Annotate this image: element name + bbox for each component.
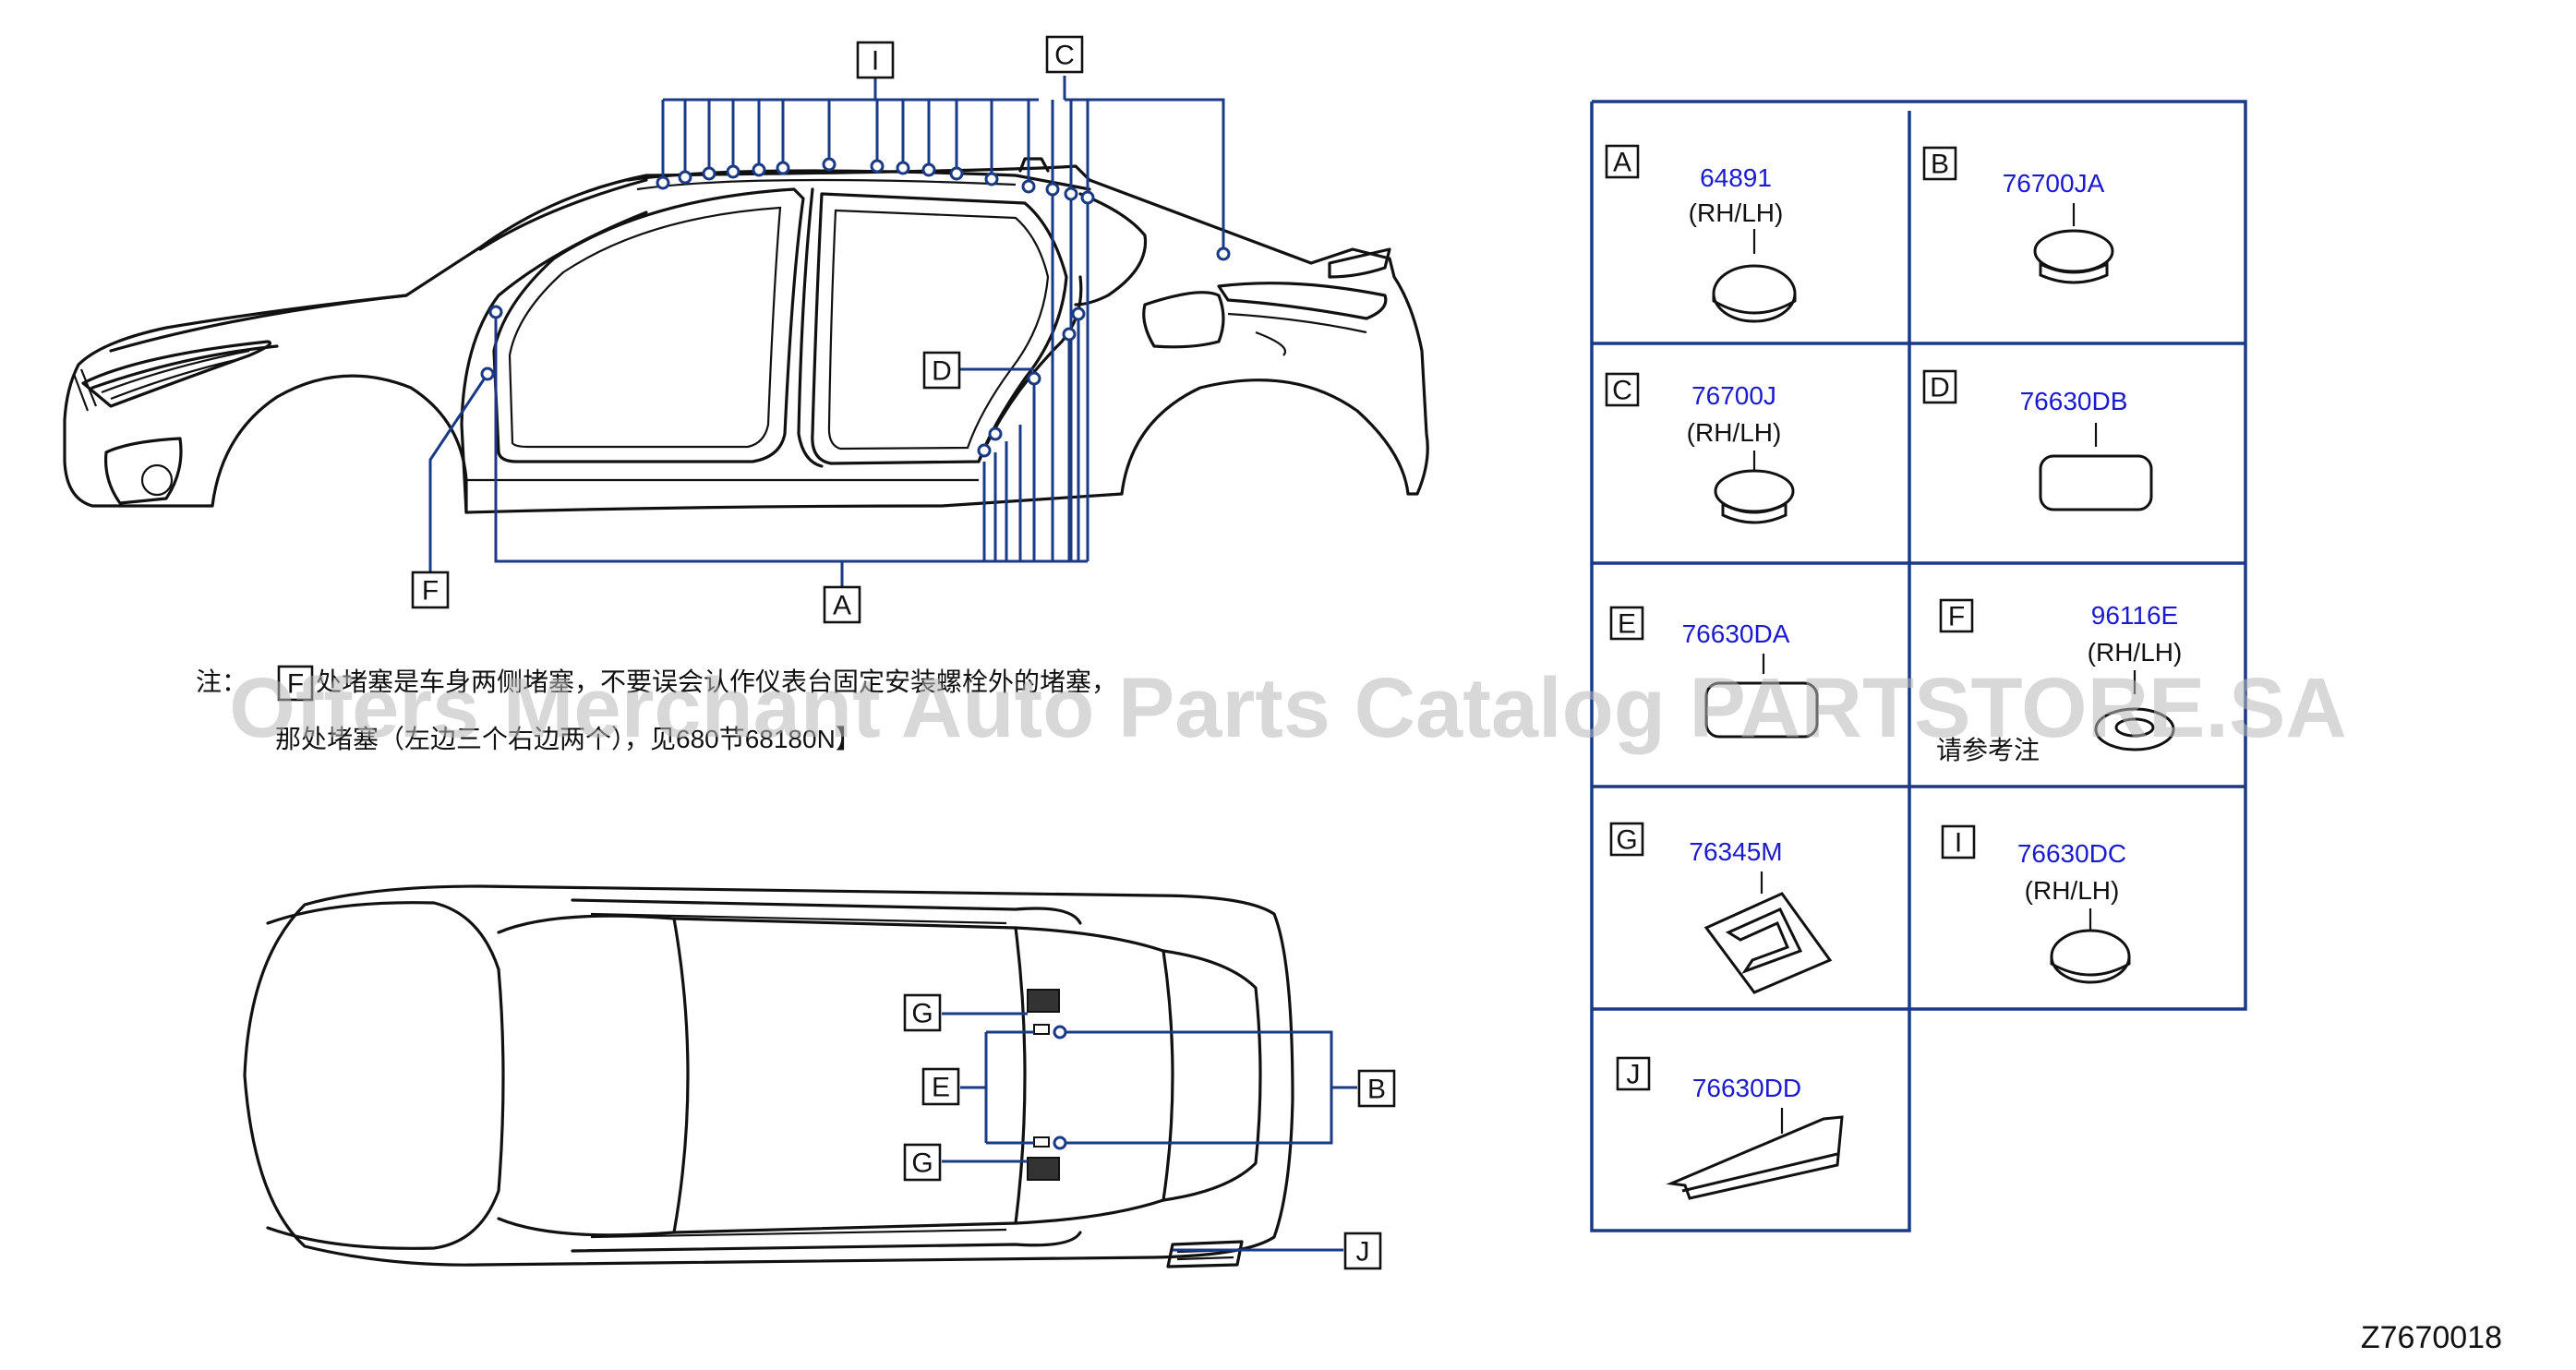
parts-table: [1590, 100, 2247, 1232]
svg-text:G: G: [911, 999, 933, 1029]
part-number: 64891: [1700, 163, 1772, 192]
part-number: 76630DD: [1692, 1074, 1801, 1102]
part-note: 请参考注: [1936, 736, 2040, 764]
plug-dot-i: [949, 166, 964, 181]
diagram-code: Z7670018: [2361, 1320, 2502, 1355]
top-callouts: G E G B J: [903, 993, 1396, 1270]
part-cell-b: B 76700JA: [1922, 146, 2114, 284]
part-number: 76700J: [1691, 381, 1776, 410]
plug-dot-d: [1027, 371, 1041, 386]
top-view-leaders: [942, 1012, 1357, 1252]
callout-b: B: [1357, 1069, 1396, 1108]
part-side: (RH/LH): [2025, 876, 2120, 905]
part-cell-g: G 76345M: [1609, 822, 1833, 994]
note-box: [277, 665, 314, 702]
plug-dot-b: [1053, 1025, 1067, 1040]
plug-dot-a: [1071, 306, 1086, 321]
plug-dot-i: [776, 161, 790, 175]
part-number: 76345M: [1689, 837, 1782, 866]
svg-text:C: C: [1054, 41, 1075, 71]
top-view-hatched-pads: [1027, 989, 1060, 1181]
svg-text:C: C: [1612, 376, 1632, 406]
side-callouts: I C D F A: [411, 35, 1084, 624]
note-box-letter: F: [287, 669, 304, 700]
plug-dot-c: [1064, 186, 1078, 201]
plug-dot-i: [656, 175, 670, 190]
callout-e: E: [921, 1067, 960, 1106]
plug-dot-f: [480, 367, 495, 381]
plug-dot-i: [984, 172, 999, 186]
plug-dot-a: [977, 443, 992, 458]
part-number: 76630DC: [2017, 839, 2126, 868]
note-prefix: 注：: [196, 667, 247, 696]
svg-text:F: F: [422, 576, 439, 607]
svg-text:D: D: [932, 356, 952, 387]
plug-dot-a: [488, 305, 503, 319]
plug-dot-c: [1080, 190, 1095, 205]
part-number: 96116E: [2091, 601, 2178, 630]
watermark: Offers Merchant Auto Parts Catalog PARTS…: [229, 661, 2347, 755]
svg-text:B: B: [1931, 150, 1949, 180]
svg-text:J: J: [1627, 1060, 1641, 1090]
part-cell-c: C 76700J (RH/LH): [1605, 372, 1795, 524]
part-side: (RH/LH): [2088, 638, 2183, 667]
note-block: 注： F 处堵塞是车身两侧堵塞，不要误会认作仪表台固定安装螺栓外的堵塞， 那处堵…: [196, 665, 1117, 753]
part-cell-e: E 76630DA: [1609, 606, 1819, 739]
part-cell-d: D 76630DB: [1922, 369, 2153, 511]
plug-dot-a: [1062, 327, 1077, 342]
part-number: 76630DB: [2020, 387, 2128, 415]
plug-dot-i: [702, 166, 716, 181]
note-line2: 那处堵塞（左边三个右边两个），见680节68180N】: [275, 725, 861, 753]
pad-g-lower: [1027, 1157, 1060, 1181]
part-cell-j: J 76630DD: [1616, 1056, 1844, 1200]
svg-text:B: B: [1367, 1075, 1386, 1105]
part-number: 76630DA: [1682, 619, 1790, 648]
pad-g-upper: [1027, 989, 1060, 1013]
svg-text:E: E: [1618, 609, 1636, 640]
side-view-plug-dots: [480, 157, 1231, 458]
plug-dot-c: [1045, 182, 1060, 197]
part-number: 76700JA: [2003, 169, 2105, 198]
svg-text:J: J: [1356, 1237, 1370, 1268]
plug-dot-c: [1216, 246, 1231, 261]
part-side: (RH/LH): [1687, 418, 1782, 447]
plug-dot-i: [896, 161, 910, 175]
svg-text:D: D: [1930, 373, 1950, 403]
svg-text:A: A: [833, 591, 851, 621]
plug-dot-b: [1053, 1136, 1067, 1150]
plug-dot-i: [822, 157, 837, 172]
plug-dot-a: [988, 427, 1003, 441]
svg-text:G: G: [911, 1148, 933, 1179]
part-cell-a: A 64891 (RH/LH): [1605, 144, 1797, 323]
part-side: (RH/LH): [1689, 198, 1784, 227]
plug-dot-i: [870, 159, 885, 174]
svg-text:I: I: [872, 46, 879, 77]
callout-d: D: [922, 351, 961, 390]
plug-dot-i: [1021, 179, 1036, 194]
callout-a: A: [823, 585, 861, 624]
svg-text:I: I: [1955, 828, 1962, 859]
callout-c: C: [1045, 35, 1084, 74]
car-top-view: [243, 884, 1294, 1268]
svg-text:E: E: [932, 1073, 950, 1103]
plug-dot-i: [726, 164, 740, 179]
part-cell-i: I 76630DC (RH/LH): [1941, 824, 2131, 984]
plug-dot-i: [921, 162, 936, 177]
callout-j: J: [1343, 1232, 1382, 1270]
callout-g-upper: G: [903, 993, 942, 1032]
callout-f: F: [411, 571, 450, 609]
plug-dot-i: [678, 170, 692, 185]
callout-g-lower: G: [903, 1143, 942, 1182]
callout-i: I: [856, 41, 895, 79]
plug-dot-i: [752, 162, 766, 177]
cell-letter: A: [1613, 148, 1631, 178]
svg-text:G: G: [1616, 825, 1637, 856]
svg-text:F: F: [1948, 602, 1965, 632]
note-line1: 处堵塞是车身两侧堵塞，不要误会认作仪表台固定安装螺栓外的堵塞，: [316, 667, 1117, 696]
part-cell-f: F 96116E (RH/LH) 请参考注: [1936, 598, 2183, 764]
